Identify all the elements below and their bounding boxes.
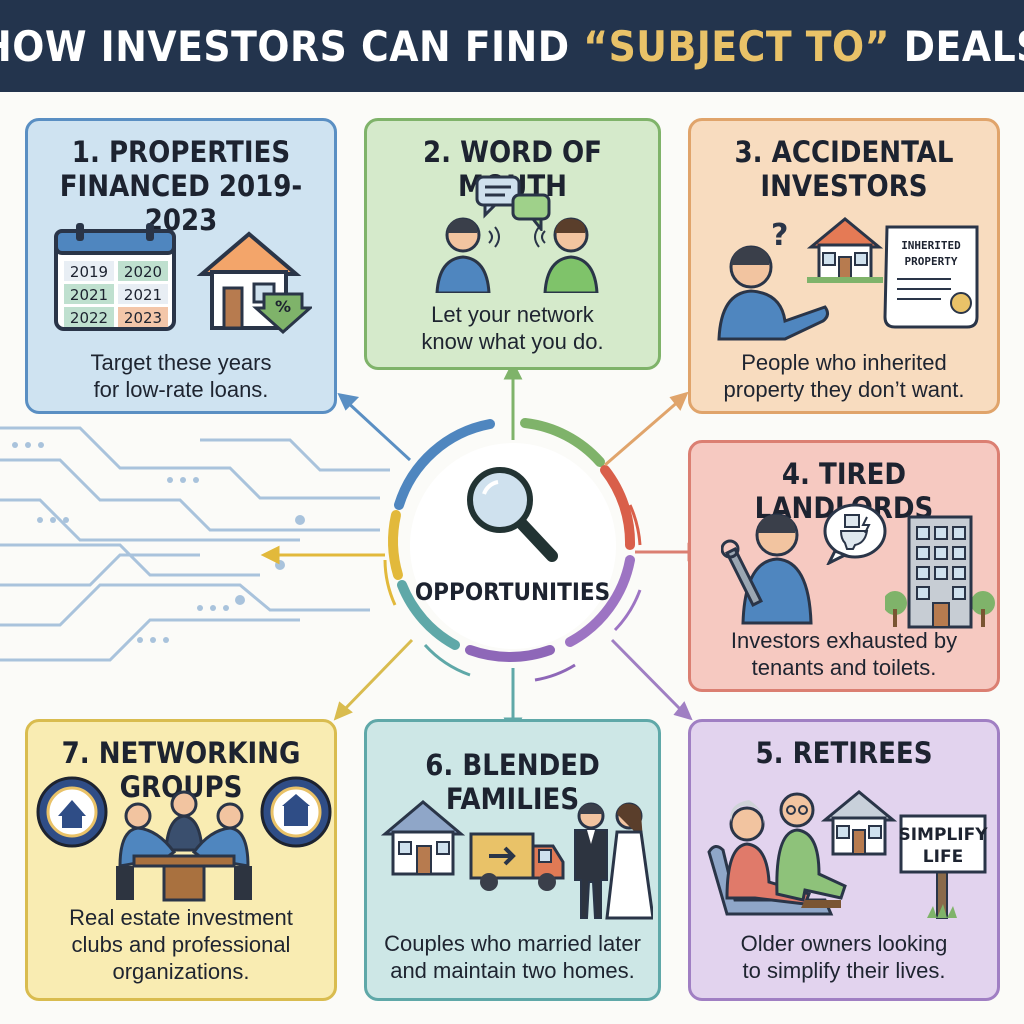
magnifying-glass-icon bbox=[467, 467, 558, 562]
card-networking-groups: 7. NETWORKING GROUPS Real estate investm… bbox=[25, 719, 337, 1001]
card-description: Couples who married later bbox=[384, 931, 641, 956]
document-icon: INHERITED PROPERTY bbox=[883, 225, 979, 329]
sign-icon: SIMPLIFY LIFE bbox=[898, 814, 988, 919]
house-icon bbox=[807, 217, 883, 283]
card-retirees: 5. RETIREES SIMPLIFY LIFE Older owners l… bbox=[688, 719, 1000, 1001]
svg-text:SIMPLIFY: SIMPLIFY bbox=[898, 825, 988, 845]
title-text-end: DEALS bbox=[903, 21, 1024, 71]
card-description-line2: for low-rate loans. bbox=[93, 377, 269, 402]
moving-truck-icon bbox=[469, 832, 565, 891]
club-seal-icon bbox=[36, 776, 108, 848]
card-properties-financed: 1. PROPERTIES FINANCED 2019-2023 2019 20… bbox=[25, 118, 337, 414]
card-description-line2: clubs and professional bbox=[71, 932, 291, 957]
person-icon bbox=[435, 217, 500, 293]
center-circle bbox=[410, 443, 616, 649]
card-accidental-investors: 3. ACCIDENTAL INVESTORS ? INHERITED PROP… bbox=[688, 118, 1000, 414]
person-icon: ? bbox=[717, 218, 830, 341]
card-title: 5. RETIREES bbox=[755, 736, 933, 770]
page-header: HOW INVESTORS CAN FIND “SUBJECT TO” DEAL… bbox=[0, 0, 1024, 92]
card-description: Older owners looking bbox=[740, 931, 948, 956]
card-description-line2: tenants and toilets. bbox=[751, 655, 937, 680]
calendar-icon: 2019 2020 2021 2021 2022 2023 bbox=[54, 223, 176, 331]
speech-bubble-icon bbox=[475, 175, 551, 231]
card-tired-landlords: 4. TIRED LANDLORDS Investors exhausted b… bbox=[688, 440, 1000, 692]
house-percent-icon: % bbox=[196, 231, 312, 334]
card-description: Real estate investment bbox=[69, 905, 293, 930]
year-cell: 2019 bbox=[70, 263, 108, 281]
card-description-line2: to simplify their lives. bbox=[742, 958, 946, 983]
house-icon bbox=[821, 790, 897, 856]
page-title: HOW INVESTORS CAN FIND “SUBJECT TO” DEAL… bbox=[0, 22, 1024, 71]
svg-text:LIFE: LIFE bbox=[923, 847, 963, 867]
year-cell: 2022 bbox=[70, 309, 108, 327]
card-description-line2: property they don’t want. bbox=[723, 377, 965, 402]
year-cell: 2020 bbox=[124, 263, 162, 281]
meeting-table-icon bbox=[116, 790, 252, 902]
title-text: HOW INVESTORS CAN FIND bbox=[0, 21, 584, 71]
bride-groom-icon bbox=[574, 802, 653, 920]
card-title-line2: INVESTORS bbox=[760, 169, 928, 203]
card-description: Let your network bbox=[431, 302, 594, 327]
card-blended-families: 6. BLENDED FAMILIES Couples who married … bbox=[364, 719, 661, 1001]
apartment-building-icon bbox=[885, 515, 995, 629]
circuit-lines bbox=[0, 426, 390, 662]
svg-text:PROPERTY: PROPERTY bbox=[905, 255, 958, 268]
svg-text:%: % bbox=[275, 297, 291, 316]
card-title: 1. PROPERTIES bbox=[71, 135, 291, 169]
center-label: OPPORTUNITIES bbox=[414, 578, 611, 606]
card-description-line3: organizations. bbox=[112, 959, 250, 984]
card-title: 7. NETWORKING GROUPS bbox=[61, 736, 301, 804]
svg-text:INHERITED: INHERITED bbox=[901, 239, 961, 252]
title-highlight: “SUBJECT TO” bbox=[583, 21, 891, 71]
year-cell: 2023 bbox=[124, 309, 162, 327]
house-icon bbox=[381, 800, 465, 876]
toilet-icon bbox=[823, 503, 887, 565]
card-description-line2: know what you do. bbox=[421, 329, 604, 354]
card-title-line2: FINANCED 2019-2023 bbox=[59, 169, 303, 237]
card-description-line2: and maintain two homes. bbox=[390, 958, 635, 983]
elderly-couple-icon bbox=[707, 792, 847, 916]
wrench-icon bbox=[721, 513, 813, 625]
club-seal-icon bbox=[260, 776, 332, 848]
card-title: 6. BLENDED FAMILIES bbox=[425, 748, 600, 816]
card-description: Target these years bbox=[90, 350, 272, 375]
circuit-dots bbox=[12, 442, 305, 643]
year-cell: 2021 bbox=[124, 286, 162, 304]
person-icon bbox=[534, 217, 599, 293]
card-description: Investors exhausted by bbox=[730, 628, 958, 653]
card-title: 3. ACCIDENTAL bbox=[734, 135, 954, 169]
card-word-of-mouth: 2. WORD OF MOUTH Let your network know w… bbox=[364, 118, 661, 370]
question-mark-icon: ? bbox=[771, 218, 788, 253]
ring-arrows bbox=[383, 425, 642, 682]
year-cell: 2021 bbox=[70, 286, 108, 304]
card-description: People who inherited bbox=[741, 350, 947, 375]
